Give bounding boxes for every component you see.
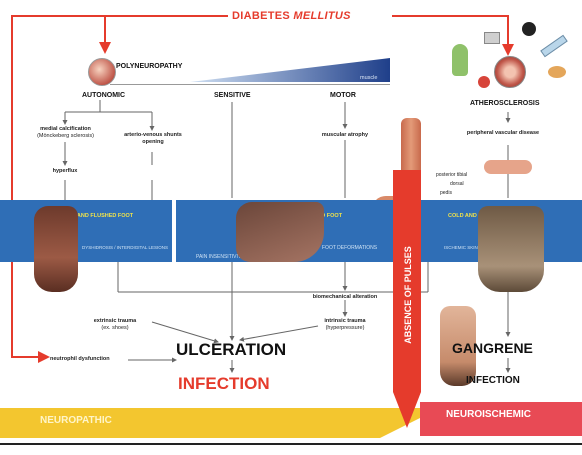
neutrophil-text: neutrophil dysfunction [50,356,110,363]
absence-of-pulses-label: ABSENCE OF PULSES [403,225,413,365]
pulse-label-posterior: posterior tibial [436,172,467,179]
foot-deformations-label: FOOT DEFORMATIONS [322,245,377,251]
band-divider-left [172,200,176,262]
fruit-icon [478,76,490,88]
biomechanical-text: biomechanical alteration [300,294,390,301]
pale-foot-photo [478,206,544,292]
infection-text: INFECTION [178,374,270,394]
infection-right-text: INFECTION [466,375,520,386]
polyneuropathy-icon [88,58,116,86]
av-shunts-text: arterio-venous shunts opening [118,132,188,146]
pulse-label-pedis: pedis [440,190,452,197]
pvd-text: peripheral vascular disease [462,130,544,137]
wedge-label: muscle [360,75,377,82]
artery-icon [494,56,526,88]
diabetes-mellitus-title: DIABETES MELLITUS [232,10,351,22]
neuropathic-label: NEUROPATHIC [40,415,112,426]
tire-icon [522,22,536,36]
autonomic-label: AUTONOMIC [82,92,125,99]
deformed-foot-photo [236,202,324,262]
dm-to-poly-line [105,16,228,52]
extrinsic-trauma-text: extrinsic trauma (ex. shoes) [80,318,150,332]
neuroischemic-label: NEUROISCHEMIC [446,409,531,420]
hyperflux-text: hyperflux [45,168,85,175]
muscular-atrophy-text: muscular atrophy [312,132,378,139]
ulceration-text: ULCERATION [176,340,286,360]
atherosclerosis-label: ATHEROSCLEROSIS [470,100,540,107]
poly-underline [110,84,390,85]
hot-foot-photo [34,206,78,292]
overweight-person-icon [452,44,468,76]
gangrene-text: GANGRENE [452,340,533,356]
pulse-label-dorsal: dorsal [450,181,464,188]
food-icon [548,66,566,78]
pulse-leg-icon [484,160,532,174]
polyneuropathy-label: POLYNEUROPATHY [116,63,182,70]
medial-calcification-text: medial calcification (Mönckeberg scleros… [28,126,103,140]
sensitive-label: SENSITIVE [214,92,251,99]
cigarettes-icon [484,32,500,44]
dyshidrosis-label: DYSHIDROSIS / INTERDIGITAL LESIONS [82,245,168,250]
motor-label: MOTOR [330,92,356,99]
intrinsic-trauma-text: intrinsic trauma (hyperpressure) [310,318,380,332]
